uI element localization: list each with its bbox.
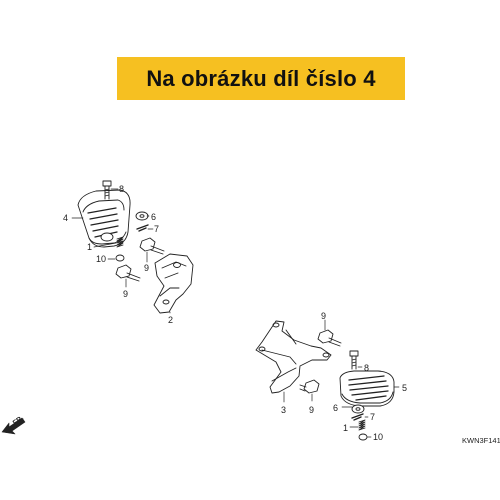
callout-1-bottom: 1: [343, 423, 348, 433]
callout-2: 2: [168, 315, 173, 325]
bracket-3: [255, 320, 332, 394]
callout-9-bottom-b: 9: [309, 405, 314, 415]
callout-9-bottom-a: 9: [321, 311, 326, 321]
bolt-9-top-a: [139, 237, 165, 255]
callout-8-top: 8: [119, 184, 124, 194]
callout-4-top: 4: [63, 213, 68, 223]
callout-1-top: 1: [87, 242, 92, 252]
callout-9-top-b: 9: [123, 289, 128, 299]
washer-6-top: [135, 211, 149, 221]
washer-10-bottom: [358, 433, 368, 441]
part-banner: Na obrázku díl číslo 4: [117, 57, 405, 100]
bolt-9-bottom-b: [299, 379, 320, 394]
bolt-8-top: [102, 180, 112, 200]
leaders-bottom: [283, 319, 400, 438]
diagram-code: KWN3F1410: [462, 436, 500, 445]
washer-6-bottom: [351, 404, 365, 414]
bolt-9-bottom-a: [317, 329, 342, 347]
banner-text: Na obrázku díl číslo 4: [146, 65, 376, 91]
footpeg-left: [77, 189, 131, 248]
bolt-9-top-b: [115, 264, 141, 282]
callout-3: 3: [281, 405, 286, 415]
spring-1-bottom: [358, 419, 366, 431]
callout-9-top-a: 9: [144, 263, 149, 273]
bolt-8-bottom: [349, 350, 359, 370]
callout-10-bottom: 10: [373, 432, 383, 442]
callout-7-bottom: 7: [370, 412, 375, 422]
spring-1-top: [116, 236, 124, 248]
callout-10-top: 10: [96, 254, 106, 264]
leaders-top: [71, 188, 171, 314]
front-arrow-icon: [1, 417, 26, 435]
bracket-2: [153, 253, 194, 314]
pin-7-bottom: [351, 413, 364, 421]
callout-7-top: 7: [154, 224, 159, 234]
callout-5: 5: [402, 383, 407, 393]
callout-6-bottom: 6: [333, 403, 338, 413]
footpeg-right: [339, 370, 395, 407]
callout-8-bottom: 8: [364, 363, 369, 373]
callout-6-top: 6: [151, 212, 156, 222]
washer-10-top: [115, 254, 125, 262]
pin-7-top: [136, 224, 149, 232]
